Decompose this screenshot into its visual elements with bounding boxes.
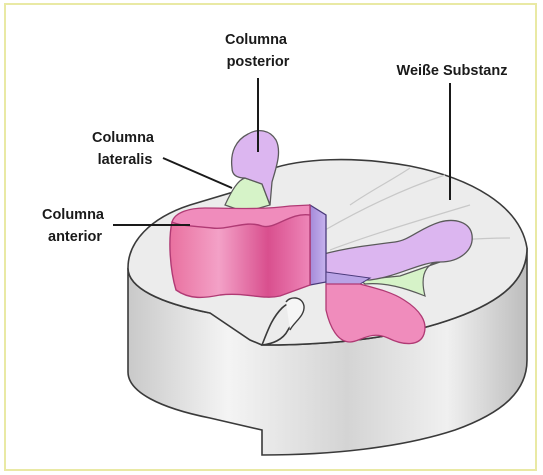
- label-columna-posterior-line2: posterior: [227, 54, 290, 70]
- label-columna-lateralis-line1: Columna: [92, 130, 155, 146]
- label-columna-anterior: Columna anterior: [42, 207, 108, 245]
- label-columna-anterior-line2: anterior: [48, 229, 102, 245]
- label-columna-posterior: Columna posterior: [225, 32, 291, 70]
- central-cut-face: [310, 205, 326, 285]
- label-columna-posterior-line1: Columna: [225, 32, 288, 48]
- label-weisse-substanz: Weiße Substanz: [397, 63, 508, 79]
- label-columna-lateralis: Columna lateralis: [92, 130, 158, 168]
- label-columna-lateralis-line2: lateralis: [98, 152, 153, 168]
- anterior-horn-front: [170, 215, 310, 298]
- label-columna-anterior-line1: Columna: [42, 207, 105, 223]
